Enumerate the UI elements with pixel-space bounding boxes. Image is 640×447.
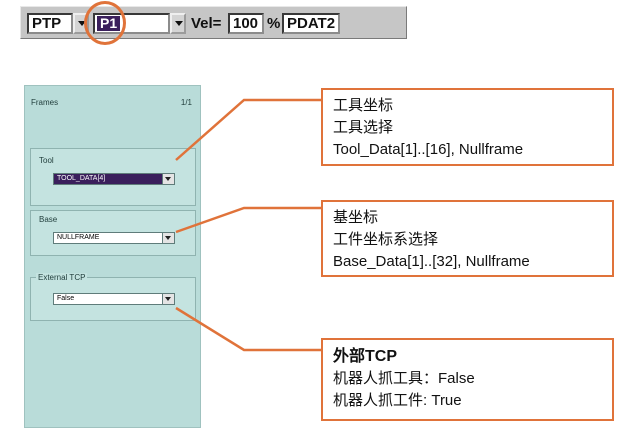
base-callout: 基坐标 工件坐标系选择 Base_Data[1]..[32], Nullfram… [321, 200, 614, 277]
tcp-callout-line-2: 机器人抓工具：False [333, 370, 475, 387]
tcp-callout: 外部TCP 机器人抓工具：False 机器人抓工件: True [321, 338, 614, 421]
tool-select-arrow-icon[interactable] [162, 174, 174, 184]
point-data-value: PDAT2 [287, 15, 336, 32]
tcp-connector-line [175, 306, 322, 352]
tcp-callout-line-3: 机器人抓工件: True [333, 392, 462, 409]
external-tcp-select[interactable]: False [53, 293, 175, 305]
panel-title: Frames [31, 98, 59, 107]
tool-callout-line-3: Tool_Data[1]..[16], Nullframe [333, 141, 524, 158]
base-callout-line-3: Base_Data[1]..[32], Nullframe [333, 253, 530, 270]
velocity-value: 100 [233, 15, 259, 32]
base-select[interactable]: NULLFRAME [53, 232, 175, 244]
base-callout-line-2: 工件坐标系选择 [333, 231, 439, 248]
highlight-circle [84, 1, 126, 45]
external-tcp-select-arrow-icon[interactable] [162, 294, 174, 304]
tool-callout: 工具坐标 工具选择 Tool_Data[1]..[16], Nullframe [321, 88, 614, 166]
base-select-arrow-icon[interactable] [162, 233, 174, 243]
tool-callout-line-1: 工具坐标 [333, 97, 394, 114]
motion-type-field[interactable]: PTP [27, 13, 73, 34]
base-connector-line [175, 206, 322, 234]
velocity-input[interactable]: 100 [228, 13, 264, 34]
panel-page-indicator: 1/1 [180, 98, 192, 107]
velocity-unit: % [267, 15, 281, 32]
point-dropdown-arrow-icon[interactable] [170, 13, 186, 34]
tool-select[interactable]: TOOL_DATA[4] [53, 173, 175, 185]
base-group-label: Base [39, 215, 58, 224]
frames-panel: Frames 1/1 Tool TOOL_DATA[4] Base NULLFR… [24, 85, 201, 428]
tool-connector-line [175, 98, 322, 161]
point-data-field[interactable]: PDAT2 [282, 13, 340, 34]
base-callout-line-1: 基坐标 [333, 209, 379, 226]
tool-callout-line-2: 工具选择 [333, 119, 394, 136]
base-group: Base NULLFRAME [30, 210, 196, 256]
tool-select-value: TOOL_DATA[4] [57, 175, 106, 182]
tcp-callout-title: 外部TCP [333, 348, 398, 365]
external-tcp-group-label: External TCP [36, 273, 88, 282]
external-tcp-select-value: False [57, 295, 75, 302]
tool-group: Tool TOOL_DATA[4] [30, 148, 196, 206]
motion-type-value: PTP [32, 15, 62, 32]
external-tcp-group: External TCP False [30, 273, 196, 321]
tool-group-label: Tool [39, 156, 54, 165]
base-select-value: NULLFRAME [57, 234, 100, 241]
velocity-label: Vel= [191, 15, 222, 32]
